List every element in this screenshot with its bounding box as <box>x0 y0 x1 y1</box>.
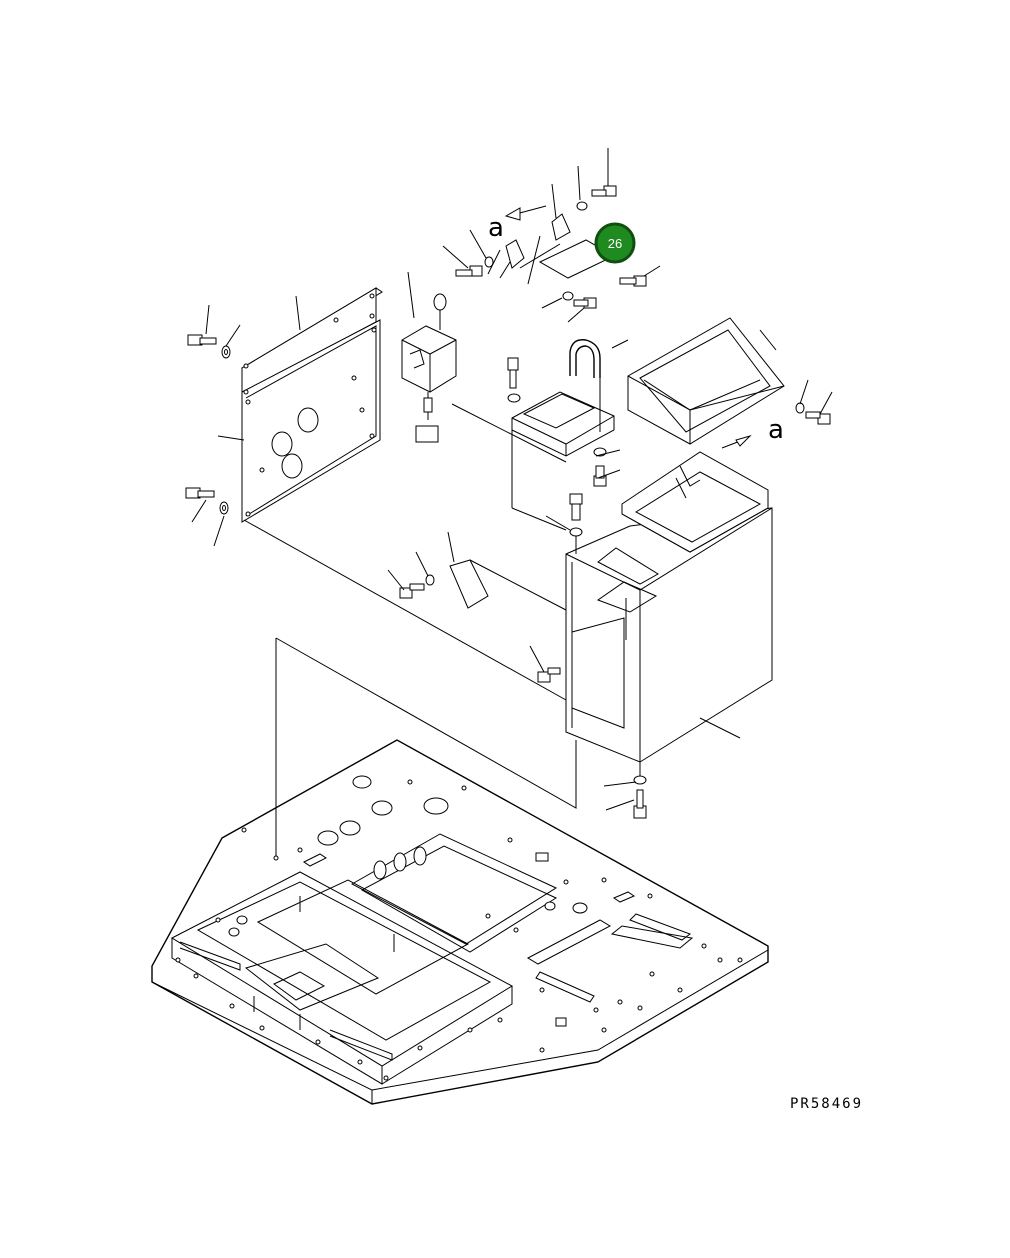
washer-icon <box>219 501 229 515</box>
washer-icon <box>484 256 494 268</box>
bolt-icon <box>593 465 607 487</box>
console-cover <box>627 317 785 445</box>
bolt-icon <box>573 297 597 309</box>
cover-plate <box>449 559 489 609</box>
bolt-icon <box>633 789 647 819</box>
bolt-icon <box>187 334 217 346</box>
washer-icon <box>425 574 435 586</box>
bolt-icon <box>399 583 425 599</box>
washer-icon <box>562 291 574 301</box>
washer-icon <box>221 345 231 359</box>
washer-icon <box>576 201 588 211</box>
washer-icon <box>569 527 583 537</box>
ref-mark-a-right: a <box>768 415 784 445</box>
bolt-icon <box>185 487 215 499</box>
washer-icon <box>507 393 521 403</box>
callout-26[interactable]: 26 <box>594 222 636 264</box>
console-box <box>565 451 773 763</box>
washer-icon <box>633 775 647 785</box>
bolt-icon <box>507 357 519 389</box>
bolt-icon <box>591 185 617 197</box>
callout-number[interactable]: 26 <box>608 236 622 251</box>
ref-mark-a-top: a <box>488 213 504 243</box>
bolt-icon <box>455 265 483 277</box>
callout-badge <box>594 222 636 264</box>
bolt-icon <box>619 275 647 287</box>
bolt-icon <box>537 667 561 683</box>
floor-plate <box>151 739 769 1105</box>
drawing-code: PR58469 <box>790 1096 863 1112</box>
bolt-icon <box>569 493 583 521</box>
control-lever <box>401 293 457 443</box>
u-bolt <box>569 339 601 378</box>
side-panel <box>241 287 383 523</box>
leader-lines <box>191 148 833 856</box>
mounting-bracket <box>511 391 615 531</box>
bolt-icon <box>805 411 831 425</box>
washer-icon <box>795 402 805 414</box>
